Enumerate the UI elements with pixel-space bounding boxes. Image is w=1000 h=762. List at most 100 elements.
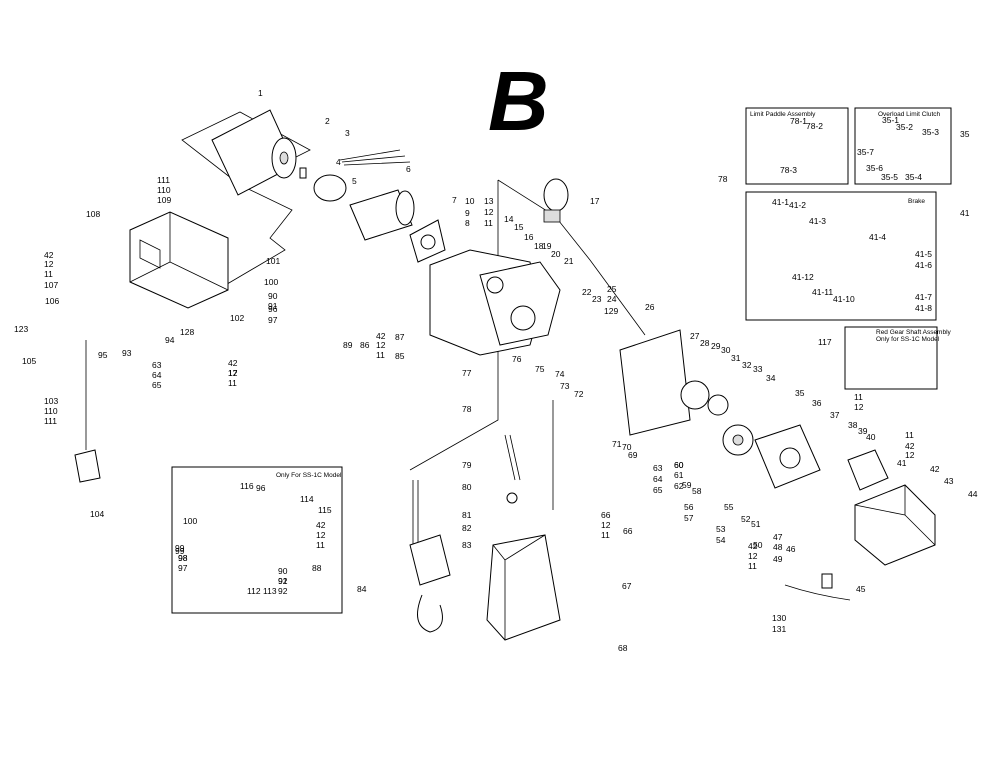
load-chain [412,480,419,545]
part-label-25: 25 [607,284,617,294]
part-label-98: 98 [178,553,188,563]
part-label-39: 39 [858,426,868,436]
part-label-65: 65 [152,380,162,390]
part-label-11: 11 [601,530,610,540]
part-label-129: 129 [604,306,618,316]
part-label-101: 101 [266,256,280,266]
part-label-55: 55 [724,502,734,512]
red-gear-shaft-inset-title-1: Red Gear Shaft Assembly [876,329,952,336]
ss1c-inset [171,466,343,614]
part-label-24: 24 [607,294,617,304]
part-label-100: 100 [183,516,197,526]
part-label-46: 46 [786,544,796,554]
part-label-9: 9 [465,208,470,218]
part-label-35-3: 35-3 [922,127,939,137]
part-label-63: 63 [152,360,162,370]
part-label-17: 17 [228,368,238,378]
part-label-65: 65 [653,485,663,495]
part-label-42: 42 [376,331,386,341]
part-label-41-12: 41-12 [792,272,814,282]
part-label-111: 111 [44,416,57,426]
part-label-77: 77 [462,368,472,378]
part-label-112: 112 [247,586,261,596]
part-label-92: 92 [278,576,288,586]
part-label-103: 103 [44,396,58,406]
end-cover [854,484,936,566]
part-label-29: 29 [711,341,721,351]
part-label-84: 84 [357,584,367,594]
part-label-41-5: 41-5 [915,249,932,259]
part-label-48: 48 [773,542,783,552]
part-label-42: 42 [930,464,940,474]
part-label-110: 110 [157,185,171,195]
part-label-82: 82 [462,523,472,533]
main-guide-line [497,179,646,336]
part-label-27: 27 [690,331,700,341]
part-label-43: 43 [944,476,954,486]
part-label-115: 115 [318,505,332,515]
red-gear-shaft-inset-title-2: Only for SS-1C Model [876,336,940,343]
part-label-42: 42 [748,541,758,551]
part-label-53: 53 [716,524,726,534]
gear-plate [619,329,691,436]
part-label-78-1: 78-1 [790,116,807,126]
part-label-41-6: 41-6 [915,260,932,270]
part-label-79: 79 [462,460,472,470]
part-label-99: 99 [175,543,185,553]
motor-housing-end [395,190,415,226]
motor-cover-outline [181,111,311,186]
part-label-3: 3 [345,128,350,138]
part-label-83: 83 [462,540,472,550]
part-label-116: 116 [240,481,254,491]
part-label-12: 12 [316,530,326,540]
part-label-54: 54 [716,535,726,545]
part-label-41-1: 41-1 [772,197,789,207]
part-label-95: 95 [98,350,108,360]
part-label-88: 88 [312,563,322,573]
part-label-31: 31 [731,353,741,363]
part-label-11: 11 [905,430,914,440]
part-label-80: 80 [462,482,472,492]
part-label-34: 34 [766,373,776,383]
part-label-32: 32 [742,360,752,370]
part-label-64: 64 [152,370,162,380]
part-label-11: 11 [376,350,385,360]
part-label-66: 66 [601,510,611,520]
part-label-64: 64 [653,474,663,484]
control-box-window [139,239,161,269]
part-label-97: 97 [268,315,278,325]
part-label-78-2: 78-2 [806,121,823,131]
bearing [299,167,307,179]
part-label-8: 8 [465,218,470,228]
part-label-78: 78 [462,404,472,414]
part-label-71: 71 [612,439,622,449]
part-label-11: 11 [228,378,237,388]
part-label-73: 73 [560,381,570,391]
part-label-41-8: 41-8 [915,303,932,313]
power-cable [784,584,851,601]
part-label-42: 42 [316,520,326,530]
limit-paddle-inset [745,107,849,185]
part-label-11: 11 [854,392,863,402]
part-label-42: 42 [228,358,238,368]
part-label-104: 104 [90,509,104,519]
part-label-12: 12 [376,340,386,350]
part-label-2: 2 [325,116,330,126]
gear-housing-bore [486,276,504,294]
part-label-78-3: 78-3 [780,165,797,175]
part-label-5: 5 [352,176,357,186]
part-label-94: 94 [165,335,175,345]
part-label-12: 12 [748,551,758,561]
part-label-22: 22 [582,287,592,297]
part-label-52: 52 [741,514,751,524]
ss1c-inset-title: Only For SS-1C Model [276,472,342,479]
part-label-11: 11 [44,269,53,279]
part-label-14: 14 [504,214,514,224]
part-label-6: 6 [406,164,411,174]
part-label-35-2: 35-2 [896,122,913,132]
part-label-41-4: 41-4 [869,232,886,242]
part-label-19: 19 [542,241,552,251]
part-label-12: 12 [854,402,864,412]
part-label-44: 44 [968,489,978,499]
part-label-85: 85 [395,351,405,361]
